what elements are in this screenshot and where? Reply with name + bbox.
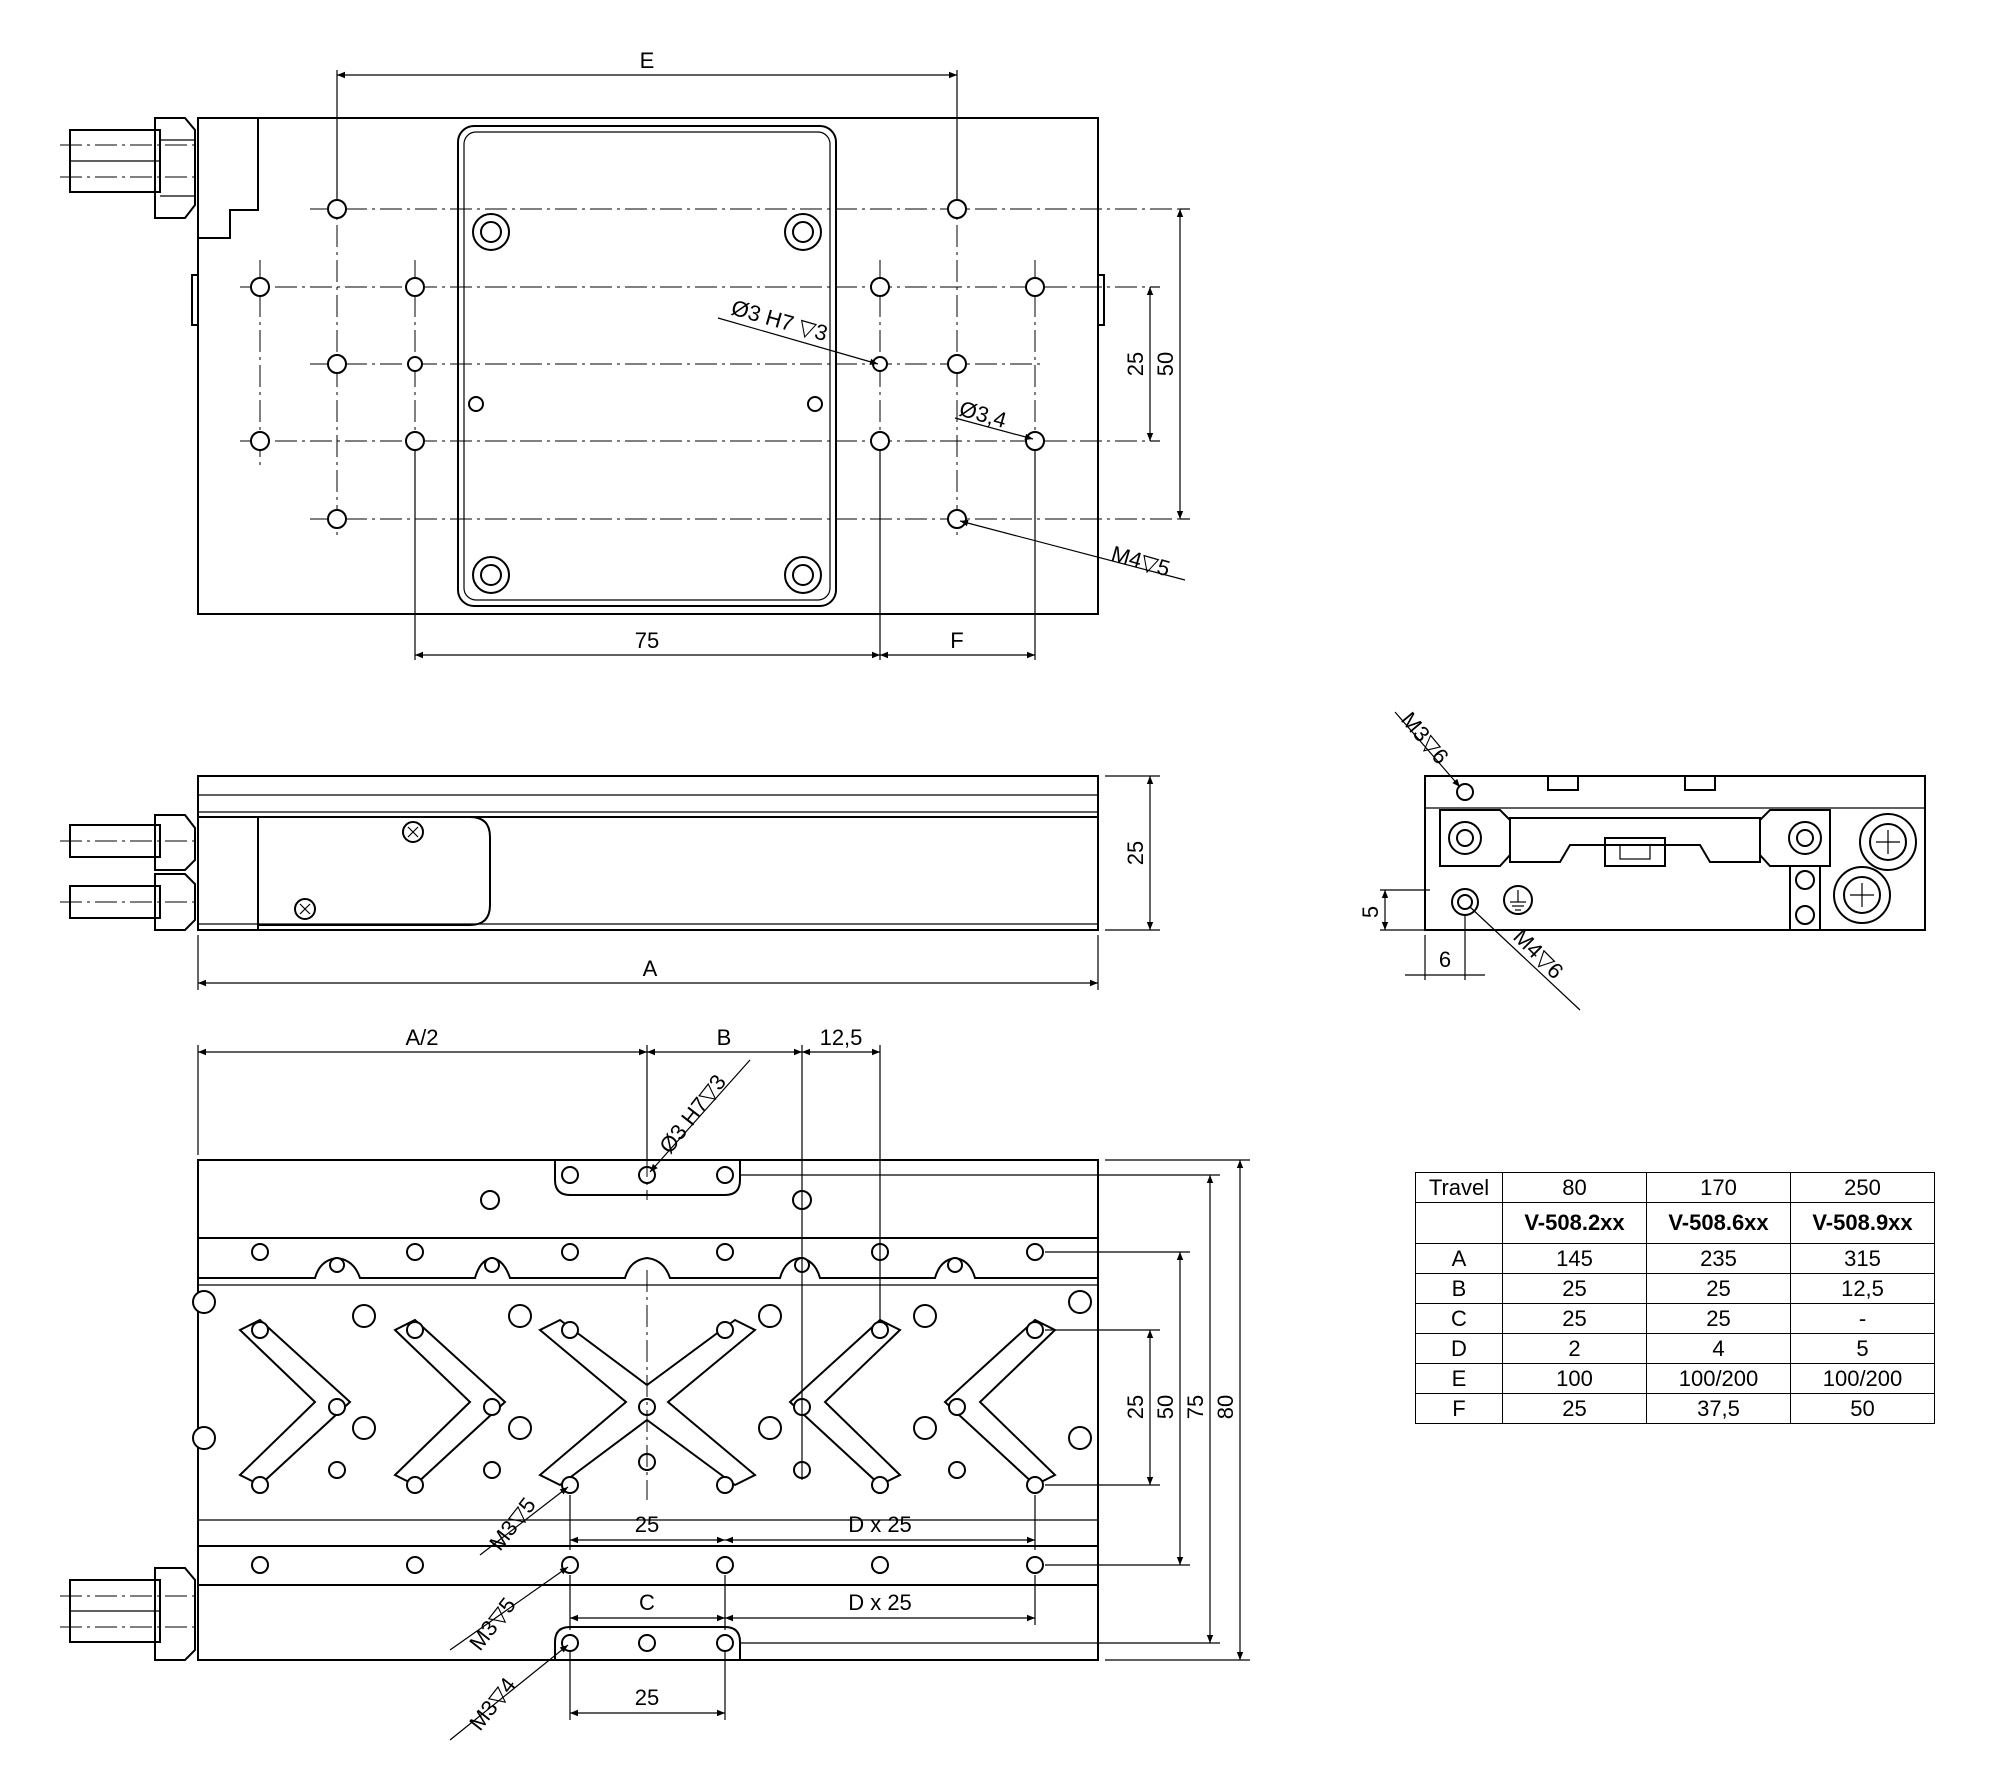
stage-body-end	[1424, 775, 1926, 931]
ground-symbol-icon	[1503, 885, 1533, 915]
table-cell: 2	[1502, 1333, 1647, 1364]
dim-25-right: 25	[1123, 1395, 1148, 1419]
connector-icon	[1859, 813, 1917, 871]
table-cell: 12,5	[1790, 1273, 1935, 1304]
label-m3-end: M3▽6	[1396, 707, 1454, 769]
table-cell	[1415, 1202, 1503, 1244]
table-model-row: V-508.2xx V-508.6xx V-508.9xx	[1415, 1202, 1935, 1244]
stage-body-side	[197, 775, 1099, 931]
cable-connector-top	[60, 117, 259, 239]
bottom-view: A/2 B 12,5 Ø3 H7▽3 25 D x 25 C D x 25 25	[60, 1025, 1250, 1741]
table-cell: 5	[1790, 1333, 1935, 1364]
dim-50-right: 50	[1153, 1395, 1178, 1419]
dim-A: A	[643, 956, 658, 981]
table-cell: 25	[1646, 1303, 1791, 1334]
connector-icon	[1833, 866, 1891, 924]
dimension-table: Travel 80 170 250 V-508.2xx V-508.6xx V-…	[1415, 1172, 1935, 1424]
table-cell: 25	[1502, 1303, 1647, 1334]
bottom-hole-icons	[192, 1166, 1092, 1652]
table-row: D 2 4 5	[1415, 1333, 1935, 1364]
table-cell: 25	[1646, 1273, 1791, 1304]
flexure-cutout-icons	[238, 1318, 1057, 1487]
mounting-hole-icons	[250, 199, 1045, 529]
table-cell: 100/200	[1646, 1363, 1791, 1394]
table-cell: -	[1790, 1303, 1935, 1334]
dim-E: E	[640, 48, 655, 73]
table-cell: 250	[1790, 1172, 1935, 1203]
table-cell: B	[1415, 1273, 1503, 1304]
dim-A2: A/2	[405, 1025, 438, 1050]
label-thread-top: M4▽5	[1109, 541, 1173, 581]
table-cell: 100	[1502, 1363, 1647, 1394]
table-cell: 4	[1646, 1333, 1791, 1364]
label-hole-top: Ø3,4	[957, 396, 1010, 433]
label-m4-end: M4▽6	[1508, 924, 1568, 984]
end-screw-icon	[1448, 821, 1482, 855]
dim-Dx25-lower: D x 25	[848, 1590, 912, 1615]
table-cell: 100/200	[1790, 1363, 1935, 1394]
dim-F: F	[950, 628, 963, 653]
dim-50-top: 50	[1153, 352, 1178, 376]
table-cell: Travel	[1415, 1172, 1503, 1203]
table-cell: V-508.6xx	[1646, 1202, 1791, 1244]
side-screw-icon	[294, 898, 316, 920]
table-cell: E	[1415, 1363, 1503, 1394]
table-cell: 170	[1646, 1172, 1791, 1203]
table-row: E 100 100/200 100/200	[1415, 1363, 1935, 1394]
table-cell: 80	[1502, 1172, 1647, 1203]
table-cell: 25	[1502, 1393, 1647, 1424]
carriage-screw-icons	[468, 213, 823, 594]
table-cell: C	[1415, 1303, 1503, 1334]
label-pin-top: Ø3 H7 ▽3	[729, 295, 831, 346]
dim-25-center: 25	[635, 1512, 659, 1537]
table-row: C 25 25 -	[1415, 1303, 1935, 1334]
table-cell: 37,5	[1646, 1393, 1791, 1424]
top-view: E 75 F 25 50 Ø3 H7 ▽3 Ø3,4 M4▽5	[60, 48, 1190, 660]
label-pin-bottom: Ø3 H7▽3	[654, 1070, 731, 1158]
end-screw-icon	[1788, 821, 1822, 855]
carriage-plate	[457, 125, 837, 607]
dim-75-right: 75	[1183, 1395, 1208, 1419]
dim-12-5: 12,5	[820, 1025, 863, 1050]
stage-body-top	[197, 117, 1099, 615]
dim-80-right: 80	[1213, 1395, 1238, 1419]
table-cell: 145	[1502, 1243, 1647, 1274]
table-row: F 25 37,5 50	[1415, 1393, 1935, 1424]
table-row: B 25 25 12,5	[1415, 1273, 1935, 1304]
table-cell: D	[1415, 1333, 1503, 1364]
table-header-row: Travel 80 170 250	[1415, 1172, 1935, 1203]
end-view: M3▽6 M4▽6 5 6	[1358, 707, 1926, 1011]
dim-25-top: 25	[1123, 352, 1148, 376]
cable-connector-bottom	[60, 1567, 200, 1661]
dim-5-end: 5	[1358, 906, 1383, 918]
table-cell: 235	[1646, 1243, 1791, 1274]
dim-25-side: 25	[1123, 841, 1148, 865]
dim-6-end: 6	[1439, 947, 1451, 972]
dim-75: 75	[635, 628, 659, 653]
table-cell: 50	[1790, 1393, 1935, 1424]
dim-25-bottom: 25	[635, 1685, 659, 1710]
side-screw-icon	[402, 821, 424, 843]
label-m3-5b: M3▽5	[464, 1593, 520, 1655]
dim-Dx25-upper: D x 25	[848, 1512, 912, 1537]
dim-B: B	[717, 1025, 732, 1050]
side-view: 25 A	[60, 775, 1160, 990]
table-cell: F	[1415, 1393, 1503, 1424]
table-cell: A	[1415, 1243, 1503, 1274]
table-cell: V-508.9xx	[1790, 1202, 1935, 1244]
label-m3-4: M3▽4	[464, 1673, 520, 1735]
cable-connector-side	[60, 814, 200, 931]
table-cell: 315	[1790, 1243, 1935, 1274]
table-cell: 25	[1502, 1273, 1647, 1304]
table-row: A 145 235 315	[1415, 1243, 1935, 1274]
dim-C: C	[639, 1590, 655, 1615]
table-cell: V-508.2xx	[1502, 1202, 1647, 1244]
